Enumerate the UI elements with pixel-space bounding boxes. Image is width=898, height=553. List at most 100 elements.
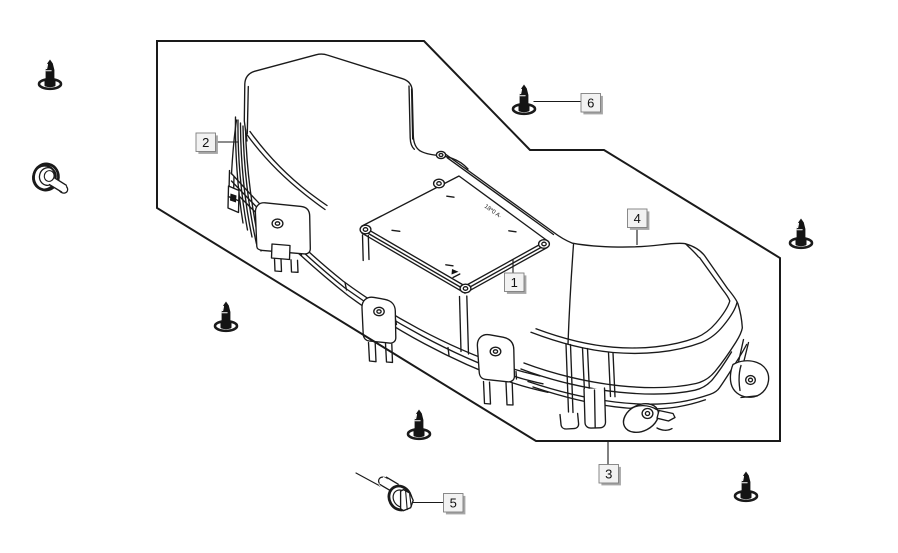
path bbox=[45, 70, 55, 84]
path bbox=[741, 471, 751, 482]
diagram-boundary bbox=[156, 40, 781, 442]
plate-post-d bbox=[367, 234, 370, 261]
panel-crease-c bbox=[607, 351, 612, 398]
roller-hub bbox=[641, 407, 654, 420]
band-end-chip bbox=[230, 193, 237, 203]
panel-crest-bevel bbox=[684, 243, 700, 258]
ledge-boss bbox=[435, 150, 447, 160]
line bbox=[355, 472, 381, 487]
ledge-boss-hole bbox=[438, 152, 444, 158]
bracket-right-leg-b bbox=[505, 381, 514, 406]
path bbox=[741, 482, 751, 496]
bracket-mid bbox=[361, 296, 397, 344]
plate-arrow bbox=[451, 269, 459, 275]
strut-inner bbox=[593, 389, 596, 429]
path bbox=[796, 218, 806, 229]
bracket-left-leg-b bbox=[290, 259, 299, 273]
rib-3 bbox=[239, 122, 253, 238]
callout-box bbox=[443, 493, 464, 513]
instrument-cluster-assembly: 18*0 A· bbox=[227, 53, 770, 434]
cover-front-edge2 bbox=[249, 130, 328, 207]
line bbox=[221, 305, 225, 312]
band-tick-2 bbox=[344, 281, 348, 291]
band-tick-5 bbox=[515, 370, 518, 380]
callout-box bbox=[580, 93, 601, 113]
path bbox=[49, 178, 67, 192]
panel-bottom-edge bbox=[530, 301, 738, 355]
push-rivet-screw bbox=[37, 59, 63, 91]
cover-front-edge bbox=[245, 133, 326, 211]
path bbox=[221, 301, 231, 312]
plate-boss-right bbox=[537, 239, 551, 249]
roller-tail bbox=[656, 427, 673, 431]
rim-bottom-outer bbox=[523, 327, 743, 389]
path bbox=[414, 420, 424, 434]
plate-post-a bbox=[458, 295, 462, 353]
bracket-left-hole-inner bbox=[274, 221, 281, 226]
callout-number: 5 bbox=[450, 495, 457, 510]
fasteners bbox=[32, 59, 814, 512]
path bbox=[796, 229, 806, 243]
rib-4 bbox=[242, 125, 258, 245]
bracket-mid-leg-a bbox=[367, 341, 377, 363]
foot bbox=[559, 412, 580, 430]
line bbox=[45, 63, 49, 70]
bracket-left-hole bbox=[271, 218, 284, 229]
boundary-outline bbox=[156, 40, 781, 442]
plate-post-c bbox=[361, 234, 364, 262]
cover-outline bbox=[243, 53, 421, 152]
path bbox=[221, 312, 231, 326]
roller-hub-hole bbox=[644, 410, 651, 417]
callout-1: 1 bbox=[504, 259, 527, 294]
callout-box bbox=[195, 132, 216, 152]
cover-left-inner bbox=[246, 85, 249, 135]
line bbox=[54, 177, 68, 186]
bracket-mid-hole bbox=[373, 306, 385, 317]
callout-5: 5 bbox=[413, 493, 466, 515]
rim-bottom-inner bbox=[520, 351, 733, 395]
callout-box bbox=[504, 272, 525, 292]
bracket-right-leg-a bbox=[482, 380, 492, 405]
ear-facet bbox=[738, 364, 742, 392]
band-tick-4 bbox=[447, 346, 450, 357]
bracket-left-tab bbox=[270, 243, 291, 261]
line bbox=[519, 88, 523, 95]
roller-arc bbox=[629, 404, 658, 411]
bracket-right-hole-inner bbox=[492, 349, 499, 354]
plate-side-inner-b bbox=[464, 244, 546, 291]
plate-arrow-line bbox=[452, 273, 461, 279]
ear-hole bbox=[745, 374, 756, 386]
path bbox=[519, 95, 529, 109]
shoulder-bolt bbox=[32, 162, 69, 194]
line bbox=[796, 222, 800, 229]
bracket-left-leg-a bbox=[273, 257, 283, 273]
callout-number: 1 bbox=[511, 275, 518, 290]
plate-boss-top bbox=[432, 178, 446, 189]
plate-top bbox=[361, 175, 548, 287]
plate-side-inner-a bbox=[364, 230, 466, 291]
panel-crease-a2 bbox=[569, 343, 574, 414]
rib-2 bbox=[237, 119, 249, 231]
plate-boss-left bbox=[359, 224, 372, 235]
callout-box bbox=[627, 208, 648, 228]
ear-underline bbox=[740, 395, 759, 399]
line bbox=[409, 493, 412, 508]
panel-edge-inner bbox=[446, 157, 555, 236]
plate-tick-2 bbox=[446, 195, 455, 198]
push-rivet-screw bbox=[406, 409, 432, 441]
panel-crease-a bbox=[565, 343, 570, 413]
plate-boss-right-hole bbox=[541, 241, 547, 247]
bracket-left bbox=[254, 202, 311, 255]
panel-crease-c2 bbox=[612, 352, 616, 398]
roller-arm bbox=[656, 409, 676, 422]
plate-boss-bottom-hole bbox=[462, 286, 469, 291]
line bbox=[48, 183, 63, 193]
callout-number: 3 bbox=[605, 466, 612, 481]
line bbox=[385, 476, 399, 485]
push-rivet-screw bbox=[733, 471, 759, 503]
plate-boss-left-hole bbox=[362, 227, 369, 232]
hex-flange-bolt bbox=[355, 472, 414, 512]
callout-number: 6 bbox=[587, 95, 594, 110]
